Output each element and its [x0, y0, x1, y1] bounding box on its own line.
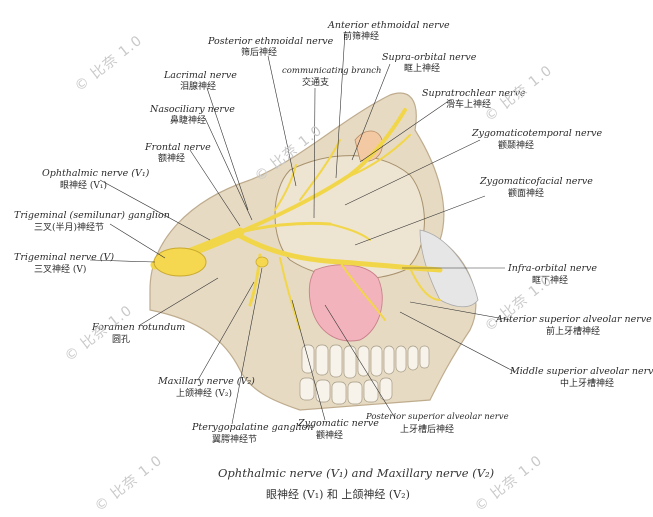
label-ophthalmic-nerve-cn: 眼神经 (V₁) [60, 181, 107, 191]
label-foramen-rotundum: Foramen rotundum [92, 322, 186, 333]
label-pterygopalatine-ganglion-cn: 翼腭神经节 [212, 435, 258, 445]
label-middle-superior-alveolar-nerve: Middle superior alveolar nerve [510, 366, 653, 377]
label-communicating-branch-cn: 交通支 [302, 78, 330, 88]
label-supra-orbital-nerve-cn: 眶上神经 [404, 64, 441, 74]
label-trigeminal-ganglion-cn: 三叉(半月)神经节 [34, 223, 105, 233]
label-posterior-ethmoidal-nerve-cn: 筛后神经 [241, 48, 278, 58]
label-ophthalmic-nerve: Ophthalmic nerve (V₁) [42, 168, 150, 179]
leader-lines [89, 31, 516, 425]
label-posterior-ethmoidal-nerve: Posterior ethmoidal nerve [208, 36, 334, 47]
label-supratrochlear-nerve-cn: 滑车上神经 [446, 100, 492, 110]
label-frontal-nerve: Frontal nerve [145, 142, 211, 153]
label-anterior-ethmoidal-nerve-cn: 前筛神经 [343, 32, 380, 42]
label-supratrochlear-nerve: Supratrochlear nerve [422, 88, 526, 99]
trigeminal-ganglion-shape [153, 247, 207, 277]
label-maxillary-nerve-cn: 上颌神经 (V₂) [176, 389, 232, 399]
label-zygomatic-nerve-cn: 颧神经 [316, 431, 344, 441]
label-zygomaticofacial-nerve: Zygomaticofacial nerve [480, 176, 593, 187]
label-zygomaticotemporal-nerve-cn: 颧颞神经 [498, 141, 535, 151]
figure-caption-cn: 眼神经 (V₁) 和 上颌神经 (V₂) [266, 488, 410, 501]
label-foramen-rotundum-cn: 圆孔 [112, 335, 131, 345]
label-infra-orbital-nerve: Infra-orbital nerve [508, 263, 597, 274]
label-anterior-superior-alveolar-nerve-cn: 前上牙槽神经 [546, 327, 601, 337]
figure-caption-en: Ophthalmic nerve (V₁) and Maxillary nerv… [218, 466, 495, 480]
label-zygomatic-nerve: Zygomatic nerve [298, 418, 379, 429]
label-anterior-superior-alveolar-nerve: Anterior superior alveolar nerve [496, 314, 652, 325]
label-nasociliary-nerve-cn: 鼻睫神经 [170, 116, 207, 126]
label-frontal-nerve-cn: 额神经 [158, 154, 186, 164]
label-lacrimal-nerve: Lacrimal nerve [164, 70, 237, 81]
label-trigeminal-ganglion: Trigeminal (semilunar) ganglion [14, 210, 170, 221]
label-maxillary-nerve: Maxillary nerve (V₂) [158, 376, 255, 387]
label-posterior-superior-alveolar-nerve-cn: 上牙槽后神经 [400, 425, 455, 435]
label-infra-orbital-nerve-cn: 眶下神经 [532, 276, 569, 286]
label-zygomaticotemporal-nerve: Zygomaticotemporal nerve [472, 128, 603, 139]
label-posterior-superior-alveolar-nerve: Posterior superior alveolar nerve [366, 412, 509, 422]
label-nasociliary-nerve: Nasociliary nerve [150, 104, 235, 115]
maxillary-sinus [308, 264, 383, 342]
label-lacrimal-nerve-cn: 泪腺神经 [180, 82, 217, 92]
label-zygomaticofacial-nerve-cn: 颧面神经 [508, 189, 545, 199]
teeth [299, 344, 430, 405]
label-anterior-ethmoidal-nerve: Anterior ethmoidal nerve [328, 20, 450, 31]
label-trigeminal-nerve-cn: 三叉神经 (V) [34, 265, 87, 275]
label-trigeminal-nerve: Trigeminal nerve (V) [14, 252, 115, 263]
label-communicating-branch: communicating branch [282, 66, 382, 76]
label-middle-superior-alveolar-nerve-cn: 中上牙槽神经 [560, 379, 615, 389]
pterygopalatine-ganglion-shape [255, 256, 269, 268]
label-supra-orbital-nerve: Supra-orbital nerve [382, 52, 477, 63]
label-pterygopalatine-ganglion: Pterygopalatine ganglion [192, 422, 314, 433]
